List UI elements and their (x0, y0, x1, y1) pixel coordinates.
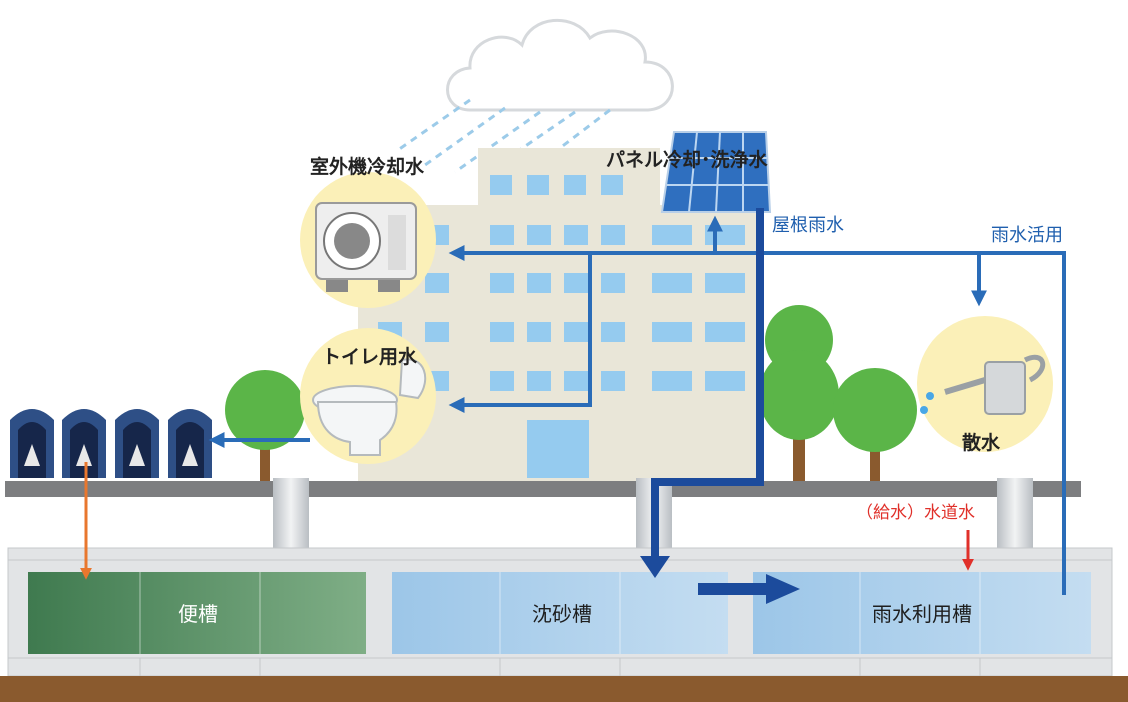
bicycle-parking-icons (10, 409, 212, 478)
sedimentation-tank-label: 沈砂槽 (532, 602, 592, 626)
tree-icon (225, 370, 305, 482)
soil (0, 676, 1128, 702)
toilet-icon (312, 358, 427, 456)
rainwater-use-label: 雨水活用 (991, 225, 1063, 246)
tap-water-label: （給水）水道水 (856, 503, 975, 523)
bike-shelter-icon (115, 409, 159, 478)
septic-tank (28, 572, 366, 654)
watering-can-icon (920, 354, 1046, 415)
tree-icon (759, 305, 917, 482)
bike-shelter-icon (168, 409, 212, 478)
down-arrow-icon (640, 556, 670, 578)
sedimentation-tank (392, 572, 728, 654)
watering-label: 散水 (962, 432, 1001, 454)
septic-tank-label: 便槽 (178, 602, 218, 626)
rainwater-supply-pipes (208, 215, 1066, 595)
transfer-arrow-icon (698, 574, 800, 604)
air-conditioner-icon (315, 202, 417, 292)
bike-shelter-icon (10, 409, 54, 478)
roof-rainwater-label: 屋根雨水 (772, 215, 844, 236)
roof-drain-pipe (651, 208, 764, 560)
cloud-icon (446, 18, 674, 112)
panel-cooling-label: パネル冷却･洗浄水 (606, 149, 768, 171)
ground-slab (5, 481, 1081, 497)
rainwater-storage-tank (753, 572, 1091, 654)
bike-shelter-icon (62, 409, 106, 478)
rainwater-storage-tank-label: 雨水利用槽 (872, 602, 972, 626)
toilet-water-label: トイレ用水 (322, 346, 418, 368)
solar-panel-icon (660, 131, 772, 213)
rain-drops (397, 98, 611, 174)
outdoor-unit-cooling-label: 室外機冷却水 (310, 156, 425, 178)
